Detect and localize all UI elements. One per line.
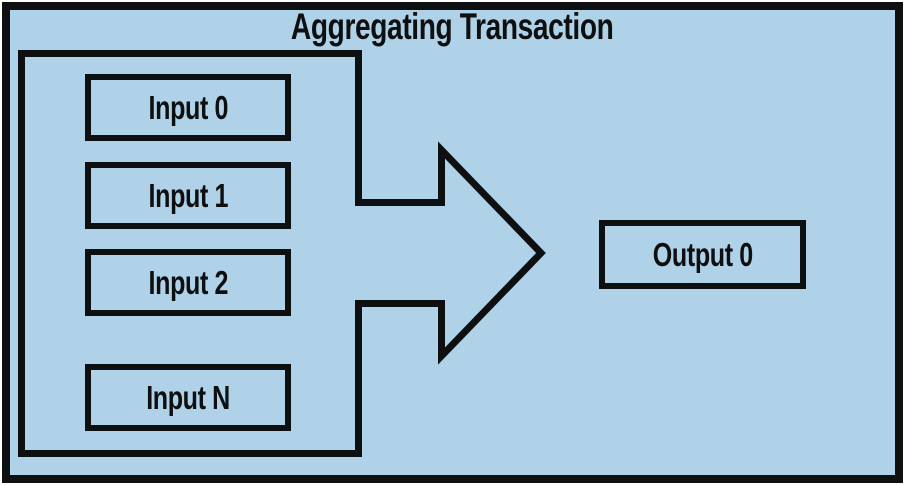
diagram-title: Aggregating Transaction xyxy=(0,6,905,48)
output-box-label: Output 0 xyxy=(652,235,753,273)
input-box-2: Input 2 xyxy=(85,249,291,316)
diagram-title-text: Aggregating Transaction xyxy=(291,6,614,47)
input-box-0: Input 0 xyxy=(85,74,291,141)
input-box-0-label: Input 0 xyxy=(148,88,228,126)
input-box-n-label: Input N xyxy=(146,378,230,416)
input-box-2-label: Input 2 xyxy=(148,263,228,301)
output-box: Output 0 xyxy=(599,220,806,289)
input-box-1-label: Input 1 xyxy=(148,176,228,214)
input-box-n: Input N xyxy=(85,364,291,431)
input-box-1: Input 1 xyxy=(85,162,291,229)
